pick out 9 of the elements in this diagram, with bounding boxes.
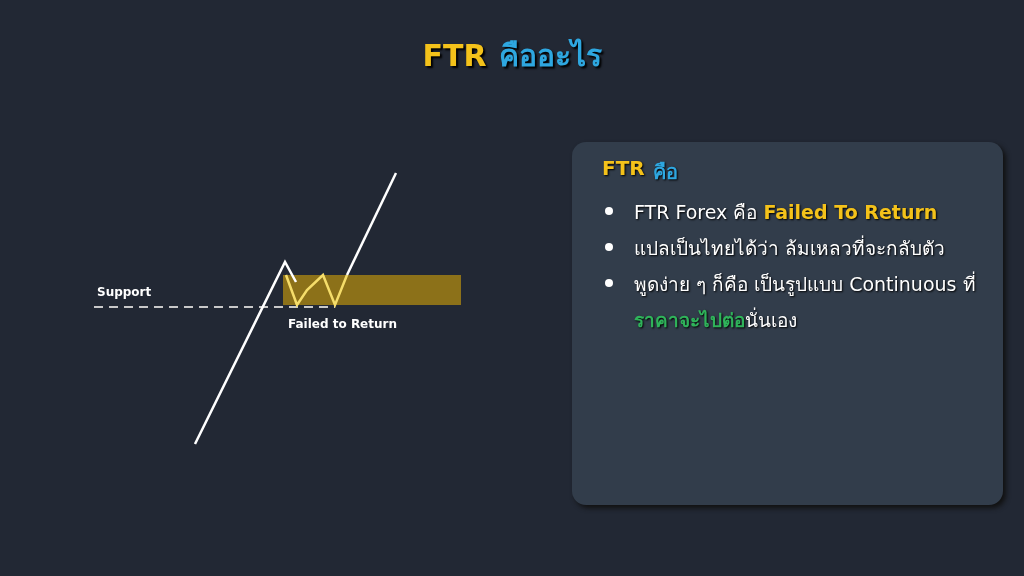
card-heading: คือ <box>652 159 678 186</box>
zone-label: Failed to Return <box>288 317 397 331</box>
info-card <box>572 142 1003 505</box>
card-heading: FTR <box>602 156 645 182</box>
bullet-item: แปลเป็นไทยได้ว่า ล้มเหลวที่จะกลับตัว <box>602 230 946 266</box>
bullet-item: FTR Forex คือ Failed To Return <box>602 194 938 230</box>
page-title: FTR คืออะไร <box>421 37 603 75</box>
bullet-item: พูดง่าย ๆ ก็คือ เป็นรูปแบบ Continuous ที่ราคาจะไปต่อนั่นเอง <box>602 266 989 338</box>
support-label: Support <box>97 285 152 299</box>
